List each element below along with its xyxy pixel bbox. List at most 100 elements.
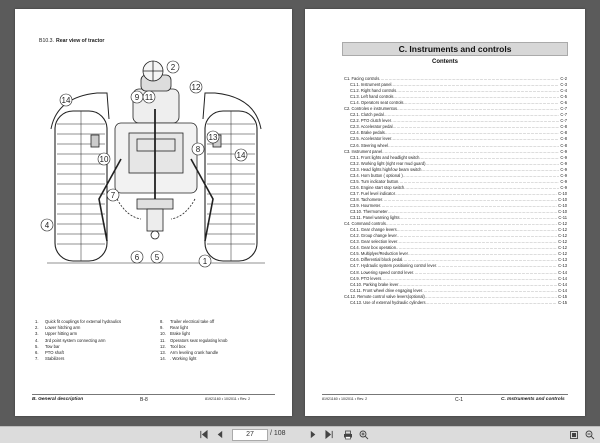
legend-item: 7.Stabilizers [35, 356, 65, 362]
toc-entry[interactable]: C3.5. Turn indicator buttonC-9 [344, 179, 567, 185]
legend-item: 3.Upper hitting arm [35, 331, 78, 337]
toc-entry-page: C-9 [560, 154, 567, 160]
next-page-button[interactable] [307, 429, 319, 440]
page-number-input[interactable]: 27 [232, 429, 268, 441]
toc-entry[interactable]: C2.3. Accelerator pedalC-8 [344, 124, 567, 130]
toc-entry[interactable]: C4.6. Differential block pedalC-13 [344, 257, 567, 263]
toc-entry-page: C-12 [558, 227, 567, 233]
footer-doc-id: 81921160 • 10/2011 • Rev. 2 [322, 397, 368, 401]
toc-entry-page: C-15 [558, 299, 567, 305]
footer-chapter: C. Instruments and controls [501, 397, 565, 402]
toc-entry[interactable]: C3.3. Head lights high/low beam switchC-… [344, 167, 567, 173]
toc-entry[interactable]: C4.1. Gear change leversC-12 [344, 227, 567, 233]
contents-heading: Contents [432, 59, 458, 65]
callout-2: 2 [171, 63, 176, 72]
zoom-out-button[interactable] [584, 429, 596, 440]
toc-entry-page: C-12 [558, 245, 567, 251]
legend-item: 8.Trailer electrical take off [160, 319, 215, 324]
toc-entry-page: C-9 [560, 184, 567, 190]
toc-entry-page: C-9 [560, 178, 567, 184]
toc-entry[interactable]: C4.13. Use of external hydraulic cylinde… [344, 300, 567, 306]
toc-entry[interactable]: C3.4. Horn button ( optional )C-9 [344, 173, 567, 179]
toc-entry-title: C3.6. Engine start stop switch [350, 184, 405, 190]
toc-entry[interactable]: C4.2. Group change leverC-12 [344, 233, 567, 239]
toc-entry-title: C1.1. Instrument panel [350, 82, 392, 88]
toc-entry[interactable]: C3.7. Fuel level indicatorC-10 [344, 191, 567, 197]
toc-entry-page: C-10 [558, 209, 567, 215]
footer-rule [32, 394, 275, 395]
toc-entry[interactable]: C4.7. Hydraulic system positioning contr… [344, 263, 567, 269]
toc-entry-title: C3.8. Tachometer [350, 196, 383, 202]
print-button[interactable] [342, 429, 354, 440]
footer-rule [322, 394, 568, 395]
legend-item: 4.3rd point system connecting arm [35, 337, 106, 343]
toc-entry[interactable]: C1.1. Instrument panel C-3 [344, 82, 567, 88]
toc-entry[interactable]: C4.10. Parking brake leverC-14 [344, 282, 567, 288]
viewer-toolbar: 27 / 108 [0, 426, 600, 443]
callout-7: 7 [111, 191, 116, 200]
toc-entry-page: C-14 [558, 287, 567, 293]
toc-entry-title: C4.6. Differential block pedal [350, 257, 403, 263]
toc-entry-title: C3.4. Horn button ( optional ) [350, 172, 403, 178]
toc-entry[interactable]: C4.12. Remote control valve levers(optio… [344, 294, 567, 300]
toc-entry-page: C-3 [560, 82, 567, 88]
toc-entry[interactable]: C4.8. Lowering speed control leverC-14 [344, 270, 567, 276]
toc-entry[interactable]: C3.11. Panel warning lightsC-11 [344, 215, 567, 221]
toc-entry-title: C3.7. Fuel level indicator [350, 190, 396, 196]
toc-entry[interactable]: C4.11. Front wheel drive engaging lever C… [344, 288, 567, 294]
toc-entry[interactable]: C4.3. Gear selection leverC-12 [344, 239, 567, 245]
legend-item: 2.Lower hitching arm [35, 325, 81, 331]
toc-entry[interactable]: C2. Controles e instrumentosC-7 [344, 106, 567, 112]
toc-entry-title: C4.2. Group change lever [350, 233, 397, 239]
toc-entry-title: C4.11. Front wheel drive engaging lever [350, 287, 423, 293]
toc-entry-page: C-8 [560, 142, 567, 148]
fit-page-button[interactable] [568, 429, 580, 440]
toc-entry[interactable]: C4.5. Multiplyer/Reduction leverC-12 [344, 251, 567, 257]
toc-entry[interactable]: C3.9. HourmeterC-10 [344, 203, 567, 209]
toc-entry[interactable]: C2.5. Accelerator leverC-8 [344, 136, 567, 142]
toc-entry[interactable]: C3. Instrument panelC-9 [344, 149, 567, 155]
toc-entry[interactable]: C3.1. Front lights and headlight switchC… [344, 155, 567, 161]
toc-entry[interactable]: C3.6. Engine start stop switch C-9 [344, 185, 567, 191]
toc-entry-page: C-5 [560, 94, 567, 100]
toc-entry-title: C4.13. Use of external hydraulic cylinde… [350, 299, 426, 305]
legend-item: 13.Arm leveling crank handle [160, 350, 219, 356]
toc-entry-title: C2.4. Brake pedals [350, 130, 385, 136]
legend-item: 14.. Working light [160, 356, 197, 362]
last-page-button[interactable] [323, 429, 335, 440]
toc-entry[interactable]: C4.9. PTO leversC-14 [344, 276, 567, 282]
toc-entry[interactable]: C2.1. Clutch pedalC-7 [344, 112, 567, 118]
zoom-in-button[interactable] [358, 429, 370, 440]
toc-entry-page: C-4 [560, 88, 567, 94]
legend-item: 11.Operators seat regulating knob [160, 337, 228, 343]
toc-entry[interactable]: C2.6. Steering wheelC-8 [344, 143, 567, 149]
toc-entry[interactable]: C3.8. TachometerC-10 [344, 197, 567, 203]
toc-entry[interactable]: C3.10. ThermometerC-10 [344, 209, 567, 215]
right-page: C. Instruments and controls Contents C1.… [305, 9, 585, 416]
toc-entry[interactable]: C2.4. Brake pedalsC-8 [344, 130, 567, 136]
previous-page-button[interactable] [213, 429, 225, 440]
toc-entry-page: C-7 [560, 112, 567, 118]
first-page-button[interactable] [197, 429, 209, 440]
toc-entry-page: C-12 [558, 251, 567, 257]
toc-entry-page: C-11 [558, 215, 567, 221]
legend-column-2: 8.Trailer electrical take off 9.Rear lig… [160, 319, 228, 362]
toc-entry-title: C4.7. Hydraulic system positioning contr… [350, 263, 437, 269]
toc-entry-title: C4.4. Gear box operation [350, 245, 396, 251]
toc-entry-title: C3.3. Head lights high/low beam switch [350, 166, 422, 172]
tractor-rear-diagram: 2 12 9 11 14 14 13 10 8 4 6 5 1 7 [40, 60, 265, 268]
toc-entry[interactable]: C4.4. Gear box operation C-12 [344, 245, 567, 251]
last-page-icon [324, 430, 333, 439]
toc-entry[interactable]: C2.2. PTO clutch leverC-7 [344, 118, 567, 124]
legend-item: 9.Rear light [160, 325, 188, 331]
callout-9: 9 [135, 93, 140, 102]
section-number: B10.3. [39, 38, 54, 44]
toc-entry-page: C-6 [560, 100, 567, 106]
footer-page-number: B-8 [140, 397, 148, 403]
toc-entry[interactable]: C3.2. Working light (right rear mud guar… [344, 161, 567, 167]
